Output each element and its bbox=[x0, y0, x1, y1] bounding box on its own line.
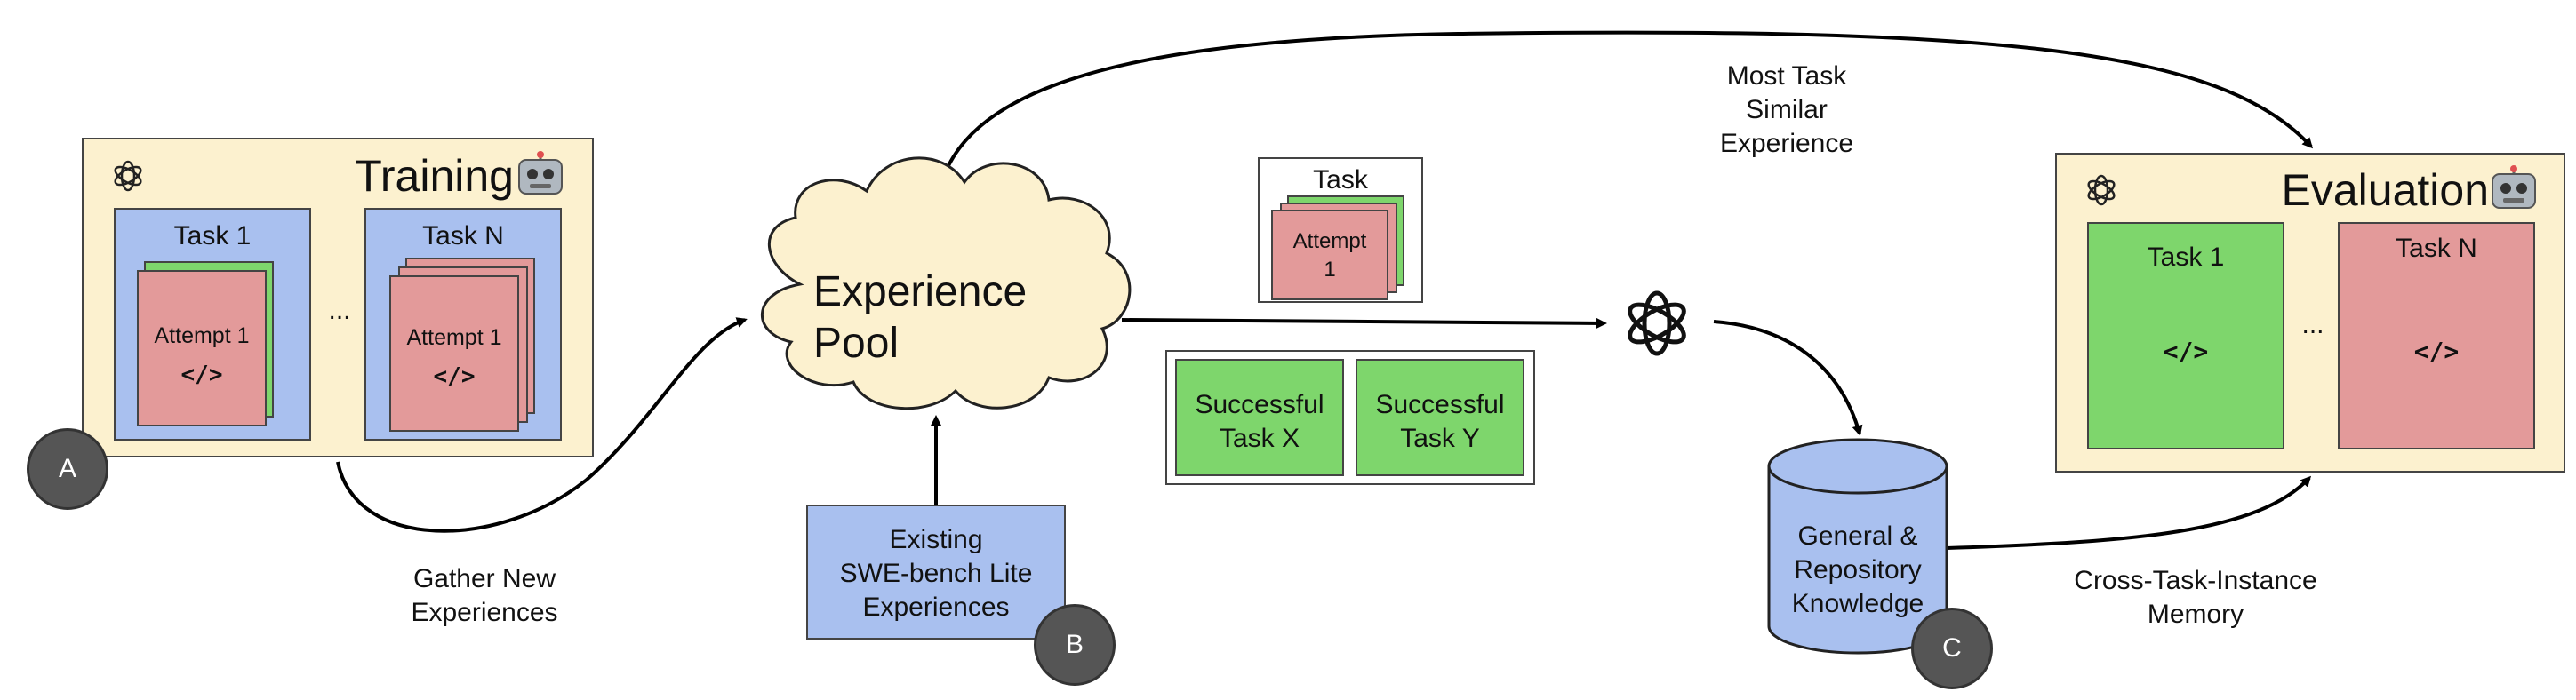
badge-c: C bbox=[1911, 608, 1993, 689]
training-task-n-label: Task N bbox=[422, 221, 504, 251]
similar-label-line2: Similar bbox=[1746, 95, 1828, 124]
knowledge-line1: General & bbox=[1797, 521, 1918, 551]
successful-x-line1: Successful bbox=[1195, 390, 1324, 419]
evaluation-title: Evaluation bbox=[2281, 165, 2490, 215]
memory-label-line1: Cross-Task-Instance bbox=[2074, 566, 2317, 595]
similar-label-line1: Most Task bbox=[1726, 61, 1847, 91]
evaluation-task-1 bbox=[2087, 222, 2284, 449]
training-attempt-label: Attempt 1 bbox=[154, 323, 250, 348]
attempt-card bbox=[389, 275, 519, 432]
robot-icon bbox=[518, 151, 563, 195]
task-example-title: Task bbox=[1313, 165, 1368, 195]
attempt-card bbox=[137, 270, 267, 426]
memory-label-line2: Memory bbox=[2147, 600, 2244, 629]
gather-label-line1: Gather New bbox=[412, 564, 556, 593]
code-icon: </> bbox=[433, 363, 476, 390]
badge-b: B bbox=[1034, 604, 1116, 686]
pool-to-model-arrow bbox=[1121, 317, 1607, 329]
knowledge-line2: Repository bbox=[1794, 555, 1922, 585]
successful-y-line2: Task Y bbox=[1400, 424, 1480, 453]
successful-task-y bbox=[1356, 359, 1524, 476]
knowledge-line3: Knowledge bbox=[1791, 589, 1924, 618]
experience-pool-cloud bbox=[760, 156, 1132, 410]
openai-logo-icon bbox=[114, 160, 142, 192]
gather-label-line2: Experiences bbox=[411, 598, 558, 627]
model-to-knowledge-arrow bbox=[1713, 320, 1863, 436]
training-attempt-n-label: Attempt 1 bbox=[406, 325, 502, 350]
similar-experience-arrow bbox=[934, 30, 2314, 214]
existing-experiences-box bbox=[806, 505, 1066, 640]
evaluation-task-1-label: Task 1 bbox=[2147, 243, 2225, 272]
memory-arrow bbox=[1946, 475, 2312, 550]
evaluation-ellipsis: ... bbox=[2301, 310, 2324, 339]
task-example-attempt bbox=[1271, 210, 1388, 300]
task-example-attempt-line1: Attempt bbox=[1292, 229, 1367, 253]
training-title: Training bbox=[355, 151, 514, 201]
training-ellipsis: ... bbox=[328, 296, 351, 325]
openai-logo-icon bbox=[2087, 174, 2116, 206]
code-icon: </> bbox=[2413, 337, 2460, 366]
task-example-attempt-line2: 1 bbox=[1324, 258, 1336, 282]
similar-label-line3: Experience bbox=[1719, 129, 1854, 158]
successful-x-line2: Task X bbox=[1219, 424, 1300, 453]
training-task-1-label: Task 1 bbox=[173, 221, 252, 251]
successful-y-line1: Successful bbox=[1375, 390, 1505, 419]
openai-logo-icon bbox=[1628, 290, 1686, 356]
experience-pool-line2: Pool bbox=[813, 320, 900, 367]
badge-a: A bbox=[27, 428, 108, 510]
existing-line2: SWE-bench Lite bbox=[839, 559, 1033, 588]
evaluation-task-n-label: Task N bbox=[2396, 234, 2477, 263]
code-icon: </> bbox=[180, 362, 223, 388]
existing-line3: Experiences bbox=[862, 593, 1010, 622]
robot-icon bbox=[2492, 165, 2536, 209]
experience-pool-line1: Experience bbox=[813, 268, 1028, 315]
gather-arrow bbox=[336, 317, 748, 533]
evaluation-task-n bbox=[2338, 222, 2535, 449]
existing-line1: Existing bbox=[889, 525, 983, 554]
code-icon: </> bbox=[2163, 337, 2209, 366]
successful-task-x bbox=[1175, 359, 1344, 476]
